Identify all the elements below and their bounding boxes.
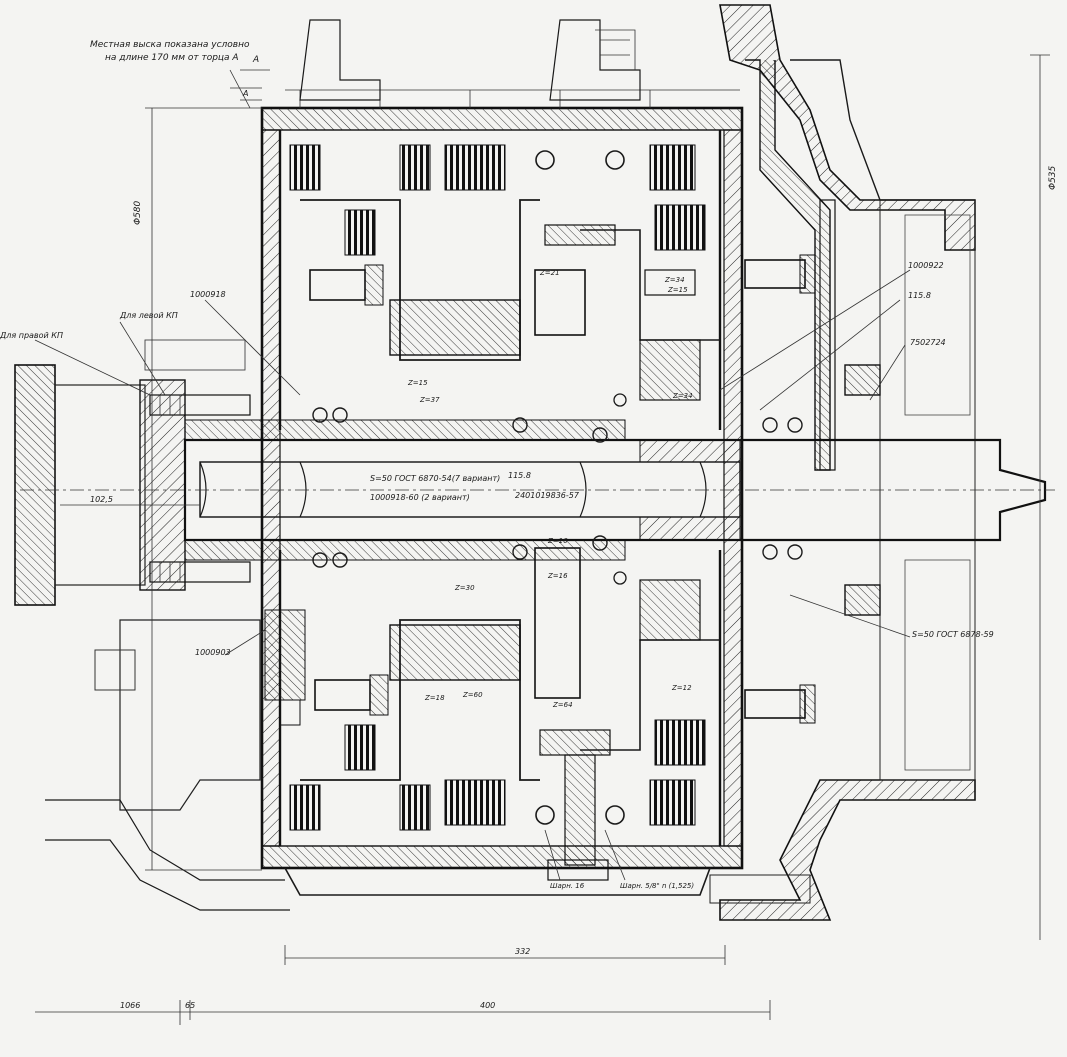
part-115-8: 115.8: [908, 291, 931, 300]
shaft-label-right-2: 2401019836-57: [515, 491, 580, 500]
main-shaft: [20, 419, 1055, 561]
note-line-2: на длине 170 мм от торца А: [105, 53, 239, 63]
servo-pistons: [309, 254, 881, 724]
part-1000922: 1000922: [908, 261, 944, 270]
note-line-1: Местная выска показана условно: [90, 40, 250, 50]
dimension-lines: [35, 54, 1050, 1025]
spline-label-bottom: S=50 ГОСТ 6878-59: [912, 630, 994, 639]
gear-z21: Z=21: [539, 269, 560, 277]
gear-z-right-bottom: Z=12: [671, 684, 692, 692]
shaft-label-right-1: 115.8: [508, 471, 531, 480]
gear-z37: Z=37: [419, 396, 440, 404]
gear-z-center: Z=16: [547, 572, 568, 580]
part-7502724: 7502724: [910, 338, 946, 347]
dim-400: 400: [480, 1001, 495, 1010]
bottom-label-bearing: Шарн. 5/8" n (1,525): [620, 882, 694, 890]
shaft-label-2: 1000918-60 (2 вариант): [370, 493, 470, 502]
dim-1066: 1066: [120, 1001, 140, 1010]
gear-z30: Z=30: [454, 584, 475, 592]
input-flange: [14, 339, 251, 606]
shaft-label-1: S=50 ГОСТ 6870-54(7 вариант): [370, 474, 500, 483]
dim-phi580: Φ580: [133, 200, 143, 225]
lower-left-housing: [45, 609, 306, 911]
leader-lines: [34, 269, 911, 881]
bottom-label-shaft: Шарн. 16: [550, 882, 585, 890]
gear-z-top2: Z=15: [667, 286, 688, 294]
oil-channel: [745, 59, 836, 471]
gear-z60: Z=60: [462, 691, 483, 699]
dim-332: 332: [515, 947, 530, 956]
gear-z34: Z=34: [672, 392, 693, 400]
clutch-pack-top-left: [289, 144, 706, 256]
gear-z16: Z=16: [547, 537, 568, 545]
part-1000903: 1000903: [195, 648, 231, 657]
gear-z15: Z=15: [407, 379, 428, 387]
gearbox-casing: [260, 89, 744, 896]
top-fittings: [230, 19, 641, 101]
part-1000918: 1000918: [190, 290, 226, 299]
planetary-carriers: [278, 130, 722, 846]
center-drive: [547, 754, 811, 904]
label-left-kp: Для левой КП: [119, 311, 178, 320]
label-right-kp: Для правой КП: [0, 331, 63, 340]
dim-102-5: 102,5: [90, 495, 113, 504]
right-housing: [719, 4, 976, 921]
dim-65: 65: [185, 1001, 195, 1010]
marker-a: А: [252, 55, 259, 65]
gear-z-right-top: Z=34: [664, 276, 685, 284]
clutch-pack-bottom: [289, 719, 706, 831]
gear-z64: Z=64: [552, 701, 573, 709]
dim-a: А: [242, 89, 248, 98]
bearings: [312, 150, 803, 825]
dim-phi535: Φ535: [1048, 165, 1058, 190]
gear-z18: Z=18: [424, 694, 445, 702]
